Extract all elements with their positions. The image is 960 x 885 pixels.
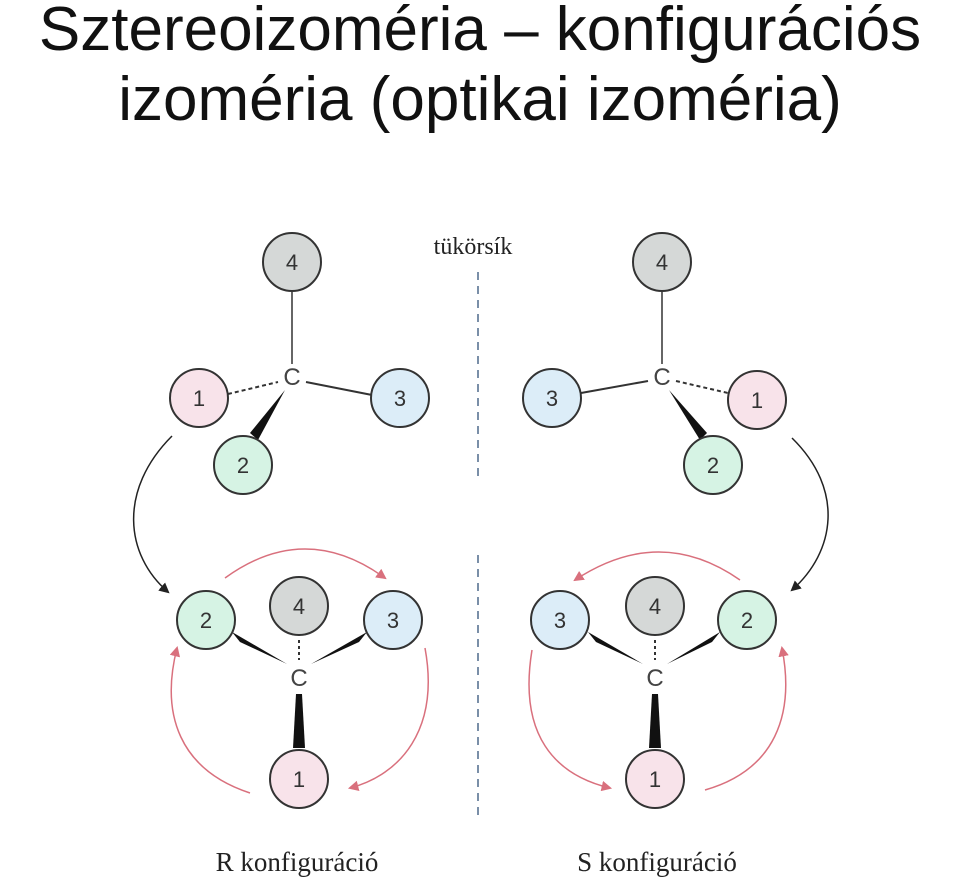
atom-2-label: 2 [237,453,249,478]
carbon-label: C [646,665,663,692]
bond-2-wedge [669,390,707,440]
bond-3 [305,381,373,396]
bond-3 [580,380,649,394]
atom-4-label: 4 [649,594,661,619]
rotation-arrow-2-to-3 [224,548,387,580]
atom-1-label: 1 [293,767,305,792]
rotation-arrow-3-to-1 [528,649,613,792]
atom-4 [632,232,692,292]
atom-3 [522,368,582,428]
atom-2-label: 2 [741,608,753,633]
atom-4-label: 4 [293,594,305,619]
atom-3-label: 3 [546,386,558,411]
bond-1-wedge [649,694,661,748]
molecule-bottom-left: C 4 2 3 1 [169,548,429,809]
atom-1 [169,368,229,428]
caption-s-configuration: S konfiguráció [577,847,737,877]
atom-3-label: 3 [387,608,399,633]
atom-4 [262,232,322,292]
atom-4 [269,576,329,636]
bond-2-wedge [250,390,285,440]
rotation-arrow-1-to-2 [704,645,789,791]
bond-2-wedge [667,632,720,664]
atom-1-label: 1 [193,386,205,411]
transition-arrow-right [790,437,829,592]
rotation-arrow-3-to-1 [347,647,429,791]
atom-2 [213,435,273,495]
atom-4-label: 4 [656,250,668,275]
atom-3 [363,590,423,650]
atom-4-label: 4 [286,250,298,275]
molecule-bottom-right: C 4 3 2 1 [528,551,789,809]
carbon-label: C [290,665,307,692]
mirror-plane-label: tükörsík [434,234,513,260]
transition-arrow-left [132,435,173,594]
atom-1-label: 1 [649,767,661,792]
atom-1 [625,749,685,809]
rotation-arrow-1-to-2 [169,645,251,794]
atom-3-label: 3 [394,386,406,411]
page-title: Sztereoizoméria – konfigurációs izoméria… [0,0,960,136]
bond-1-dashed [675,380,729,394]
atom-1 [727,370,787,430]
bond-1-wedge [293,694,305,748]
bond-3-wedge [588,632,643,664]
atom-2 [683,435,743,495]
atom-3 [530,590,590,650]
atom-2-label: 2 [200,608,212,633]
bond-2-wedge [232,632,287,664]
caption-r-configuration: R konfiguráció [216,847,379,877]
molecule-top-right: C 4 3 1 2 [522,232,787,495]
bond-3-wedge [311,632,367,664]
atom-1-label: 1 [751,388,763,413]
rotation-arrow-2-to-3 [573,551,741,582]
carbon-label: C [653,364,670,391]
atom-3-label: 3 [554,608,566,633]
title-line-2: izoméria (optikai izoméria) [118,65,842,134]
carbon-label: C [283,364,300,391]
atom-2 [717,590,777,650]
atom-2 [176,590,236,650]
atom-2-label: 2 [707,453,719,478]
title-line-1: Sztereoizoméria – konfigurációs [38,0,922,64]
bond-1-dashed [227,381,279,395]
atom-1 [269,749,329,809]
molecule-top-left: C 4 1 3 2 [169,232,430,495]
atom-4 [625,576,685,636]
atom-3 [370,368,430,428]
